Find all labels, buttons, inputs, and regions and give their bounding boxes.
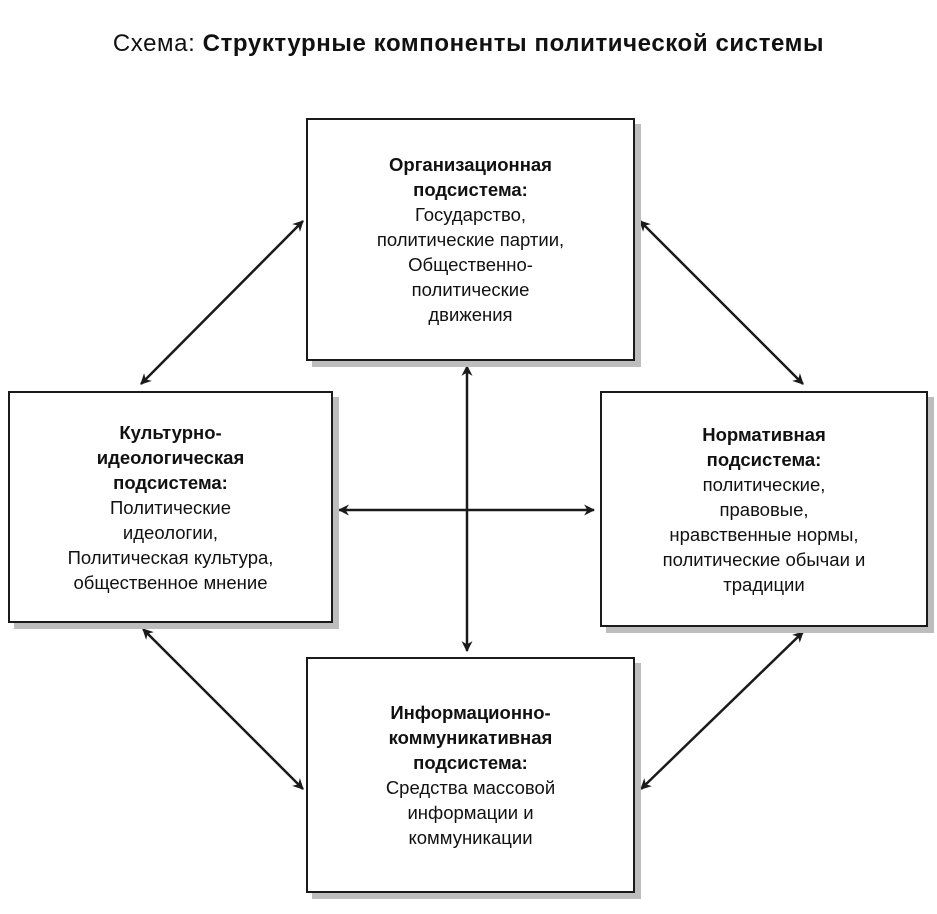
box-heading: Культурно- [119,421,222,443]
box-text: Государство, [414,204,527,225]
box-text: общественное мнение [73,571,268,593]
box-text: нравственные нормы, [669,523,859,545]
box-text: Политическая культура, [67,546,274,568]
box-heading: подсистема: [113,471,228,493]
box-text: коммуникации [408,827,533,848]
box-heading: подсистема: [706,448,822,470]
arrow-org-cultural [140,220,304,385]
title-prefix: Схема: [112,30,203,57]
box-text: политические [411,279,530,300]
box-text: традиции [723,573,805,595]
box-text: информации и [407,802,534,823]
page-title: Схема: Структурные компоненты политическ… [0,30,937,58]
arrow-cultural-info [142,628,304,790]
arrow-org-normative [639,220,804,385]
box-text: политические партии, [376,229,565,250]
title-main: Структурные компоненты политической сист… [202,30,825,57]
box-heading: подсистема: [413,179,528,200]
box-text: политические, [702,473,826,495]
box-text: движения [428,304,513,325]
box-text: Общественно- [408,254,533,275]
box-text: Политические [109,496,231,518]
box-heading: коммуникативная [388,727,553,748]
box-heading: идеологическая [96,446,245,468]
box-heading: Информационно- [390,702,551,723]
box-text: Средства массовой [385,777,556,798]
box-heading: подсистема: [413,752,528,773]
informational-communicative-subsystem-box: Информационно- коммуникативная подсистем… [306,657,635,893]
box-text: правовые, [719,498,809,520]
cultural-ideological-subsystem-box: Культурно- идеологическая подсистема: По… [8,391,333,623]
box-heading: Нормативная [702,423,826,445]
box-text: идеологии, [122,521,219,543]
organizational-subsystem-box: Организационная подсистема: Государство,… [306,118,635,361]
box-heading: Организационная [389,154,552,175]
normative-subsystem-box: Нормативная подсистема: политические, пр… [600,391,928,627]
box-text: политические обычаи и [662,548,866,570]
arrow-normative-info [640,631,804,790]
